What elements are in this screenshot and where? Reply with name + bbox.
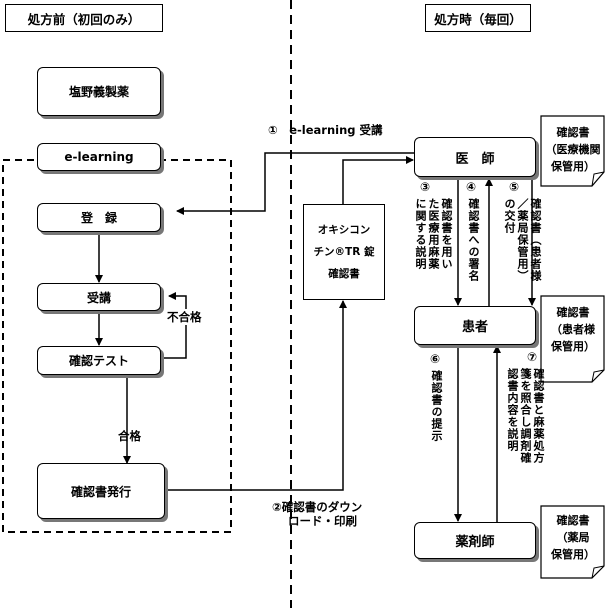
doc-patient: 確認書 （患者様 保管用） xyxy=(541,304,605,355)
step1-label: ① e-learning 受講 xyxy=(268,123,383,137)
step5-label: 確認書（患者様／薬局保管用）の交付 xyxy=(503,198,542,282)
step2-label-line1: ②確認書のダウン xyxy=(272,500,363,514)
doc-patient-line1: 確認書 xyxy=(556,306,590,319)
doc-pharmacy-line2: （薬局 xyxy=(556,531,590,544)
doc-pharmacy-line3: 保管用） xyxy=(551,548,595,561)
elearning-box: e-learning xyxy=(37,143,161,171)
doc-clinic: 確認書 （医療機関 保管用） xyxy=(541,124,605,175)
step4-label: 確認書への署名 xyxy=(467,198,480,282)
issue-box: 確認書発行 xyxy=(37,463,165,519)
doc-pharmacy-shape xyxy=(540,505,605,579)
step7-label: 確認書と麻薬処方箋を照合し調剤確認書内容を説明 xyxy=(506,368,545,464)
shionogi-box: 塩野義製薬 xyxy=(37,67,161,116)
doc-clinic-line2: （医療機関 xyxy=(545,143,601,156)
pharmacist-box: 薬剤師 xyxy=(414,522,536,559)
doc-pharmacy: 確認書 （薬局 保管用） xyxy=(541,512,605,563)
step3-number: ③ xyxy=(420,180,431,194)
step6-number: ⑥ xyxy=(430,352,441,366)
confirmation-line3: 確認書 xyxy=(328,268,360,280)
step7-number: ⑦ xyxy=(527,350,538,364)
doc-patient-line2: （患者様 xyxy=(551,323,595,336)
confirmation-line1: オキシコン xyxy=(317,224,371,236)
register-box: 登 録 xyxy=(37,203,161,232)
step2-label-line2: ロード・印刷 xyxy=(288,514,357,528)
doc-patient-shape xyxy=(540,295,605,383)
doc-pharmacy-line1: 確認書 xyxy=(556,514,590,527)
course-box: 受講 xyxy=(37,283,161,311)
step3-label: 確認書を用いた医療用麻薬に関する説明 xyxy=(414,198,453,270)
confirmation-line2: チン®TR 錠 xyxy=(313,246,375,258)
section-during-header: 処方時（毎回） xyxy=(425,4,531,32)
doc-clinic-line3: 保管用） xyxy=(551,160,595,173)
oxycontin-confirmation-box: オキシコン チン®TR 錠 確認書 xyxy=(303,204,385,300)
fail-label: 不合格 xyxy=(167,309,202,325)
step6-label: 確認書の提示 xyxy=(430,370,443,442)
doc-patient-line3: 保管用） xyxy=(551,340,595,353)
doc-clinic-line1: 確認書 xyxy=(556,126,590,139)
doctor-box: 医 師 xyxy=(414,137,536,177)
section-before-header: 処方前（初回のみ） xyxy=(5,4,163,32)
patient-box: 患者 xyxy=(414,306,536,345)
doc-clinic-shape xyxy=(540,115,605,187)
step5-number: ⑤ xyxy=(509,180,520,194)
step4-number: ④ xyxy=(466,180,477,194)
test-box: 確認テスト xyxy=(37,346,161,375)
pass-label: 合格 xyxy=(118,429,141,443)
